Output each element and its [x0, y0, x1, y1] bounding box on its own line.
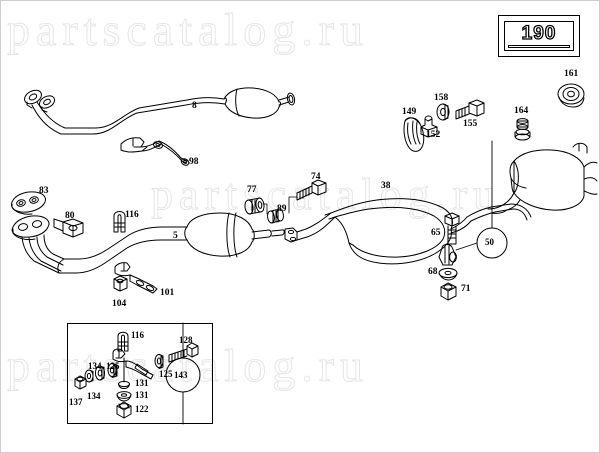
detail-inset-box: [67, 323, 213, 424]
part-104-nut: [113, 275, 128, 292]
detail-callout-125-b[interactable]: 125: [159, 369, 173, 379]
part-5-front-exhaust-pipe: [11, 212, 283, 274]
model-badge-underline: [508, 45, 570, 48]
detail-callout-134-a[interactable]: 134: [88, 361, 102, 371]
detail-callout-116[interactable]: 116: [131, 330, 145, 340]
detail-part-131-washer: [116, 391, 132, 402]
part-8-front-pipe-assembly: [24, 87, 296, 135]
callout-104[interactable]: 104: [112, 299, 127, 309]
detail-part-125-spring-left: [107, 363, 118, 378]
callout-38[interactable]: 38: [381, 181, 391, 191]
part-98-bracket: [120, 137, 190, 166]
detail-part-134-washer-a: [94, 365, 106, 381]
callout-68[interactable]: 68: [428, 267, 438, 277]
callout-89[interactable]: 89: [277, 204, 287, 214]
detail-callout-125-a[interactable]: 125: [106, 361, 120, 371]
part-164-spring-damper: [514, 118, 531, 141]
detail-part-122-nut: [116, 401, 132, 419]
detail-part-131-pin: [118, 357, 130, 389]
detail-reference-circle-143: [165, 322, 201, 425]
callout-116[interactable]: 116: [125, 210, 139, 220]
part-89-spring-sleeve: [267, 208, 284, 224]
detail-callout-128[interactable]: 128: [179, 335, 193, 345]
callout-83[interactable]: 83: [39, 186, 49, 196]
detail-part-137-nut: [74, 375, 87, 390]
part-68-washer: [438, 267, 458, 281]
callout-5[interactable]: 5: [173, 231, 178, 241]
detail-part-125-spring-right: [154, 354, 164, 369]
callout-77[interactable]: 77: [247, 185, 257, 195]
part-155-bolt: [455, 99, 485, 120]
detail-callout-122[interactable]: 122: [135, 404, 149, 414]
detail-callout-137[interactable]: 137: [69, 397, 83, 407]
callout-101[interactable]: 101: [160, 288, 175, 298]
detail-callout-131-a[interactable]: 131: [135, 378, 149, 388]
callout-71[interactable]: 71: [461, 284, 471, 294]
detail-part-134-washer-b: [84, 369, 94, 383]
detail-bracket: [112, 348, 154, 380]
callout-158[interactable]: 158: [434, 93, 449, 103]
model-badge-inner: 190: [504, 21, 574, 51]
part-74-bolt: [296, 179, 327, 201]
callout-161[interactable]: 161: [564, 69, 579, 79]
model-badge-text: 190: [521, 22, 557, 44]
part-116-u-clamp-main: [113, 211, 126, 233]
callout-50[interactable]: 50: [485, 237, 494, 247]
rear-muffler: [487, 142, 598, 214]
callout-65[interactable]: 65: [431, 228, 441, 238]
detail-callout-134-b[interactable]: 134: [87, 391, 101, 401]
rear-hanger-bracket: [438, 244, 457, 266]
leader-77: [262, 203, 268, 215]
callout-8[interactable]: 8: [192, 101, 197, 111]
part-77-sleeve: [244, 197, 265, 215]
callout-80[interactable]: 80: [65, 211, 75, 221]
part-158-washer: [436, 103, 450, 121]
callout-98[interactable]: 98: [189, 157, 199, 167]
part-101-mounting-bracket: [114, 262, 158, 294]
part-65-bolt: [444, 212, 460, 245]
part-38-center-muffler: [324, 198, 472, 265]
part-80-flange-clamp: [53, 218, 84, 238]
detail-callout-143[interactable]: 143: [174, 370, 188, 380]
callout-164[interactable]: 164: [514, 106, 529, 116]
part-71-nut: [440, 282, 457, 301]
reference-circle-50: [455, 140, 508, 259]
leader-74: [288, 196, 298, 214]
part-161-grommet: [557, 83, 585, 108]
pipe-joint-flange: [281, 212, 336, 243]
part-149-hanger-strap: [403, 117, 425, 152]
part-83-gasket: [11, 191, 46, 215]
callout-155[interactable]: 155: [463, 119, 478, 129]
tailpipe-run: [466, 203, 532, 222]
detail-box-contents: [74, 322, 201, 425]
detail-part-116-u-clamp: [117, 331, 129, 352]
callout-152[interactable]: 152: [426, 130, 441, 140]
callout-74[interactable]: 74: [311, 172, 321, 182]
detail-callout-131-b[interactable]: 131: [135, 390, 149, 400]
part-152-rubber-mount: [420, 115, 438, 138]
model-badge: 190: [498, 15, 580, 57]
callout-149[interactable]: 149: [402, 107, 417, 117]
